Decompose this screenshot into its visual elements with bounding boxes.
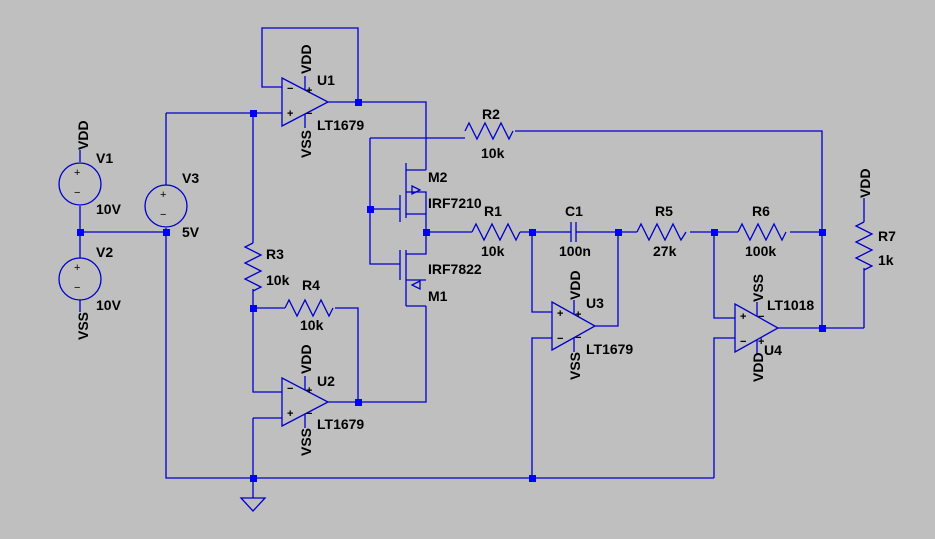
resistor-r3: R3 10k	[243, 242, 290, 293]
u3-vss: VSS	[567, 352, 583, 380]
v2-value: 10V	[96, 297, 122, 313]
svg-text:−: −	[557, 333, 563, 345]
svg-text:+: +	[74, 167, 80, 179]
opamp-u2: − + + − VDD VSS U2 LT1679	[281, 344, 364, 456]
u4-model: LT1018	[767, 297, 814, 313]
u2-model: LT1679	[317, 416, 364, 432]
svg-text:+: +	[557, 308, 563, 320]
svg-text:+: +	[740, 311, 746, 323]
voltage-source-v2: + − VSS V2 10V	[58, 244, 122, 340]
svg-text:+: +	[74, 262, 80, 274]
svg-text:−: −	[758, 311, 764, 323]
voltage-source-v3: + − V3 5V	[144, 170, 200, 240]
u1-vdd: VDD	[298, 44, 314, 74]
r7-ref: R7	[878, 228, 896, 244]
resistor-r1: R1 10k	[471, 203, 521, 259]
svg-text:+: +	[306, 85, 312, 97]
svg-text:−: −	[740, 336, 746, 348]
resistor-r4: R4 10k	[284, 277, 334, 333]
u2-vss: VSS	[298, 428, 314, 456]
svg-text:−: −	[74, 282, 80, 294]
r4-value: 10k	[300, 317, 324, 333]
r5-ref: R5	[655, 203, 673, 219]
r6-value: 100k	[745, 243, 776, 259]
u2-vdd: VDD	[298, 344, 314, 374]
ground-icon	[239, 497, 267, 512]
svg-text:−: −	[160, 209, 166, 221]
capacitor-c1: C1 100n	[559, 203, 591, 259]
svg-text:−: −	[287, 83, 293, 95]
u3-ref: U3	[586, 295, 604, 311]
r5-value: 27k	[653, 243, 677, 259]
u2-ref: U2	[317, 373, 335, 389]
opamp-u1: − + + − VDD VSS U1 LT1679	[281, 44, 364, 158]
u4-vss: VSS	[750, 274, 766, 302]
v3-ref: V3	[182, 170, 199, 186]
svg-text:+: +	[160, 189, 166, 201]
c1-value: 100n	[559, 243, 591, 259]
opamp-u4: + − − + VSS VDD LT1018 U4	[734, 274, 814, 382]
r7-value: 1k	[878, 252, 894, 268]
u3-model: LT1679	[586, 341, 633, 357]
svg-text:−: −	[306, 108, 312, 120]
mosfet-m2: M2 IRF7210	[399, 163, 482, 232]
u4-vdd: VDD	[750, 352, 766, 382]
v1-ref: V1	[96, 150, 113, 166]
svg-text:−: −	[306, 408, 312, 420]
r3-ref: R3	[266, 246, 284, 262]
u1-vss: VSS	[298, 130, 314, 158]
r6-ref: R6	[752, 203, 770, 219]
resistor-r7: VDD R7 1k	[854, 168, 896, 272]
opamp-u3: + − + − VDD VSS U3 LT1679	[551, 270, 633, 380]
m2-ref: M2	[428, 169, 448, 185]
mosfet-m1: IRF7822 M1	[399, 232, 482, 307]
r1-ref: R1	[484, 203, 502, 219]
u1-ref: U1	[317, 72, 335, 88]
r2-value: 10k	[481, 145, 505, 161]
v1-value: 10V	[96, 201, 122, 217]
v3-value: 5V	[182, 224, 200, 240]
v2-net-label: VSS	[75, 312, 91, 340]
v1-net-label: VDD	[75, 120, 91, 150]
svg-text:−: −	[74, 187, 80, 199]
r7-net-label: VDD	[857, 168, 873, 198]
u4-ref: U4	[764, 342, 782, 358]
svg-text:+: +	[287, 108, 293, 120]
m2-model: IRF7210	[428, 195, 482, 211]
svg-text:+: +	[758, 336, 764, 348]
resistor-r2: R2 10k	[464, 106, 514, 161]
m1-model: IRF7822	[428, 261, 482, 277]
svg-text:−: −	[575, 332, 581, 344]
svg-text:+: +	[306, 385, 312, 397]
svg-text:+: +	[575, 309, 581, 321]
resistor-r6: R6 100k	[737, 203, 787, 259]
r2-ref: R2	[482, 106, 500, 122]
svg-text:+: +	[287, 408, 293, 420]
m1-ref: M1	[428, 288, 448, 304]
svg-text:−: −	[287, 383, 293, 395]
v2-ref: V2	[96, 244, 113, 260]
r4-ref: R4	[302, 277, 320, 293]
resistor-r5: R5 27k	[636, 203, 687, 259]
r1-value: 10k	[481, 243, 505, 259]
voltage-source-v1: + − VDD V1 10V	[58, 120, 122, 217]
u1-model: LT1679	[317, 117, 364, 133]
c1-ref: C1	[565, 203, 583, 219]
r3-value: 10k	[266, 272, 290, 288]
u3-vdd: VDD	[567, 270, 583, 300]
